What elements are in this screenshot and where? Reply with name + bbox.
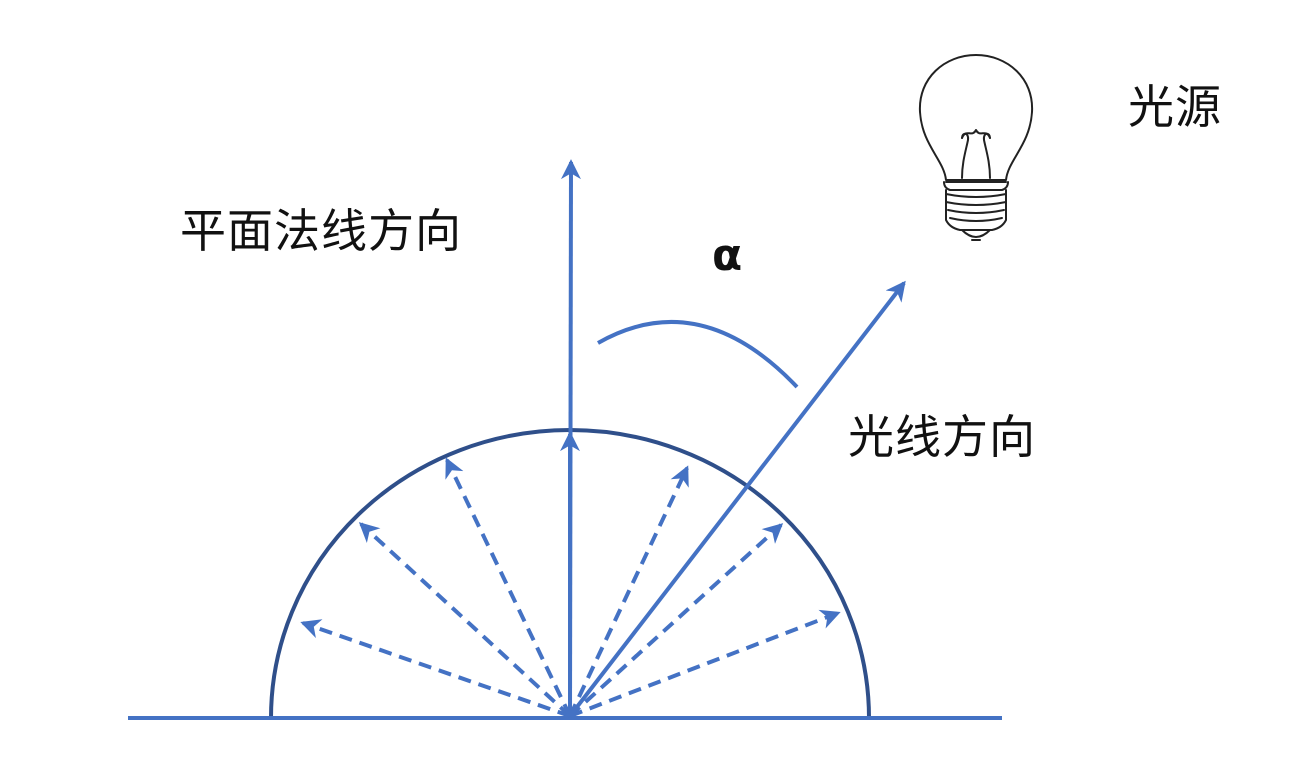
light-direction-label: 光线方向 bbox=[848, 410, 1036, 464]
light-direction-arrow bbox=[568, 280, 906, 718]
angle-arc bbox=[597, 320, 799, 389]
scattered-ray bbox=[568, 465, 689, 717]
scattered-ray bbox=[568, 523, 784, 718]
light-source-label: 光源 bbox=[1128, 80, 1222, 134]
scattered-ray bbox=[569, 609, 841, 718]
scattered-ray bbox=[300, 619, 571, 718]
light-bulb-icon bbox=[918, 54, 1034, 241]
scattered-rays bbox=[300, 457, 841, 718]
angle-alpha-label: α bbox=[712, 230, 743, 281]
scattered-ray bbox=[445, 457, 572, 717]
normal-direction-label: 平面法线方向 bbox=[180, 204, 462, 258]
scattered-ray bbox=[358, 522, 572, 718]
